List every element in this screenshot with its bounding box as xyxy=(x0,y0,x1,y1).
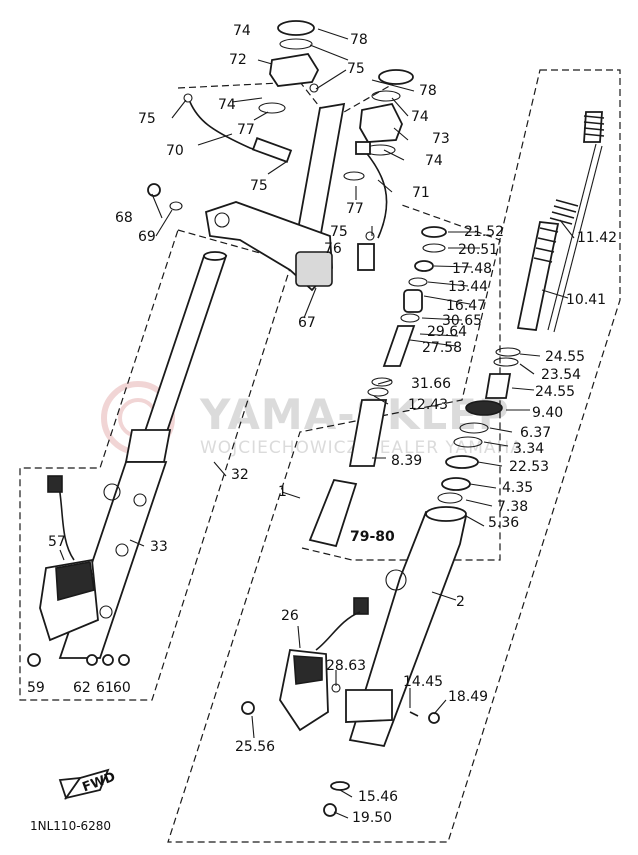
callout-18-49: 18.49 xyxy=(448,689,489,705)
watermark-title: YAMA-SKLEP xyxy=(200,390,510,439)
brake-hoses xyxy=(189,101,388,271)
callout-19-50: 19.50 xyxy=(352,810,393,826)
callout-76: 76 xyxy=(324,241,342,257)
callout-3-34: 3.34 xyxy=(513,441,545,457)
callout-60: 60 xyxy=(113,680,131,696)
callout-22-53: 22.53 xyxy=(509,459,550,475)
right-sensor-assembly xyxy=(241,597,440,817)
callout-21-52: 21.52 xyxy=(464,224,505,240)
callout-17-48: 17.48 xyxy=(452,261,493,277)
callout-25-56: 25.56 xyxy=(235,739,276,755)
callout-61: 61 xyxy=(96,680,114,696)
callout-13-44: 13.44 xyxy=(448,279,489,295)
callout-28-63: 28.63 xyxy=(326,658,367,674)
callout-15-46: 15.46 xyxy=(358,789,399,805)
callout-71: 71 xyxy=(412,185,430,201)
callout-70: 70 xyxy=(166,143,184,159)
callout-74: 74 xyxy=(233,23,251,39)
callout-79-80: 79-80 xyxy=(350,529,395,545)
callout-20-51: 20.51 xyxy=(458,242,499,258)
callout-74: 74 xyxy=(425,153,443,169)
callout-75: 75 xyxy=(250,178,268,194)
callout-6-37: 6.37 xyxy=(520,425,552,441)
callout-5-36: 5.36 xyxy=(488,515,520,531)
callout-57: 57 xyxy=(48,534,66,550)
callout-30-65: 30.65 xyxy=(442,313,483,329)
callout-68: 68 xyxy=(115,210,133,226)
callout-77: 77 xyxy=(346,201,364,217)
callout-78: 78 xyxy=(419,83,437,99)
catalog-code: 1NL110-6280 xyxy=(30,819,112,833)
callout-7-38: 7.38 xyxy=(497,499,529,515)
callout-10-41: 10.41 xyxy=(566,292,607,308)
callout-12-43: 12.43 xyxy=(408,397,449,413)
callout-75: 75 xyxy=(330,224,348,240)
fwd-arrow-icon xyxy=(58,768,110,800)
callout-8-39: 8.39 xyxy=(391,453,423,469)
callout-29-64: 29.64 xyxy=(427,324,468,340)
top-handlebar-parts xyxy=(183,20,414,156)
callout-69: 69 xyxy=(138,229,156,245)
callout-74: 74 xyxy=(411,109,429,125)
callout-9-40: 9.40 xyxy=(532,405,564,421)
callout-75: 75 xyxy=(347,61,365,77)
callout-27-58: 27.58 xyxy=(422,340,463,356)
callout-73: 73 xyxy=(432,131,450,147)
callout-32: 32 xyxy=(231,467,249,483)
callout-78: 78 xyxy=(350,32,368,48)
left-sensor-assembly xyxy=(27,475,130,667)
left-fork-group-outline xyxy=(19,229,293,701)
handlebar-group-outline xyxy=(177,79,401,121)
callout-72: 72 xyxy=(229,52,247,68)
callout-2: 2 xyxy=(456,594,465,610)
callout-74: 74 xyxy=(218,97,236,113)
callout-1: 1 xyxy=(278,484,287,500)
callout-16-47: 16.47 xyxy=(446,298,487,314)
callout-59: 59 xyxy=(27,680,45,696)
callout-4-35: 4.35 xyxy=(502,480,534,496)
callout-26: 26 xyxy=(281,608,299,624)
callout-62: 62 xyxy=(73,680,91,696)
callout-31-66: 31.66 xyxy=(411,376,452,392)
right-fork-group-outline xyxy=(167,69,621,843)
right-outer-tube xyxy=(345,506,468,748)
callout-14-45: 14.45 xyxy=(403,674,444,690)
lower-bracket xyxy=(147,102,375,292)
leader-lines xyxy=(59,28,575,819)
callout-77: 77 xyxy=(237,122,255,138)
callout-23-54: 23.54 xyxy=(541,367,582,383)
right-seals-stack xyxy=(437,347,521,504)
callout-24-55: 24.55 xyxy=(535,384,576,400)
callout-11-42: 11.42 xyxy=(577,230,618,246)
inner-parts-group-outline xyxy=(301,204,501,561)
right-fork-internals xyxy=(308,226,447,548)
callout-75: 75 xyxy=(138,111,156,127)
damper-rod-and-springs xyxy=(516,111,605,333)
callout-24-55: 24.55 xyxy=(545,349,586,365)
callout-67: 67 xyxy=(298,315,316,331)
callout-33: 33 xyxy=(150,539,168,555)
